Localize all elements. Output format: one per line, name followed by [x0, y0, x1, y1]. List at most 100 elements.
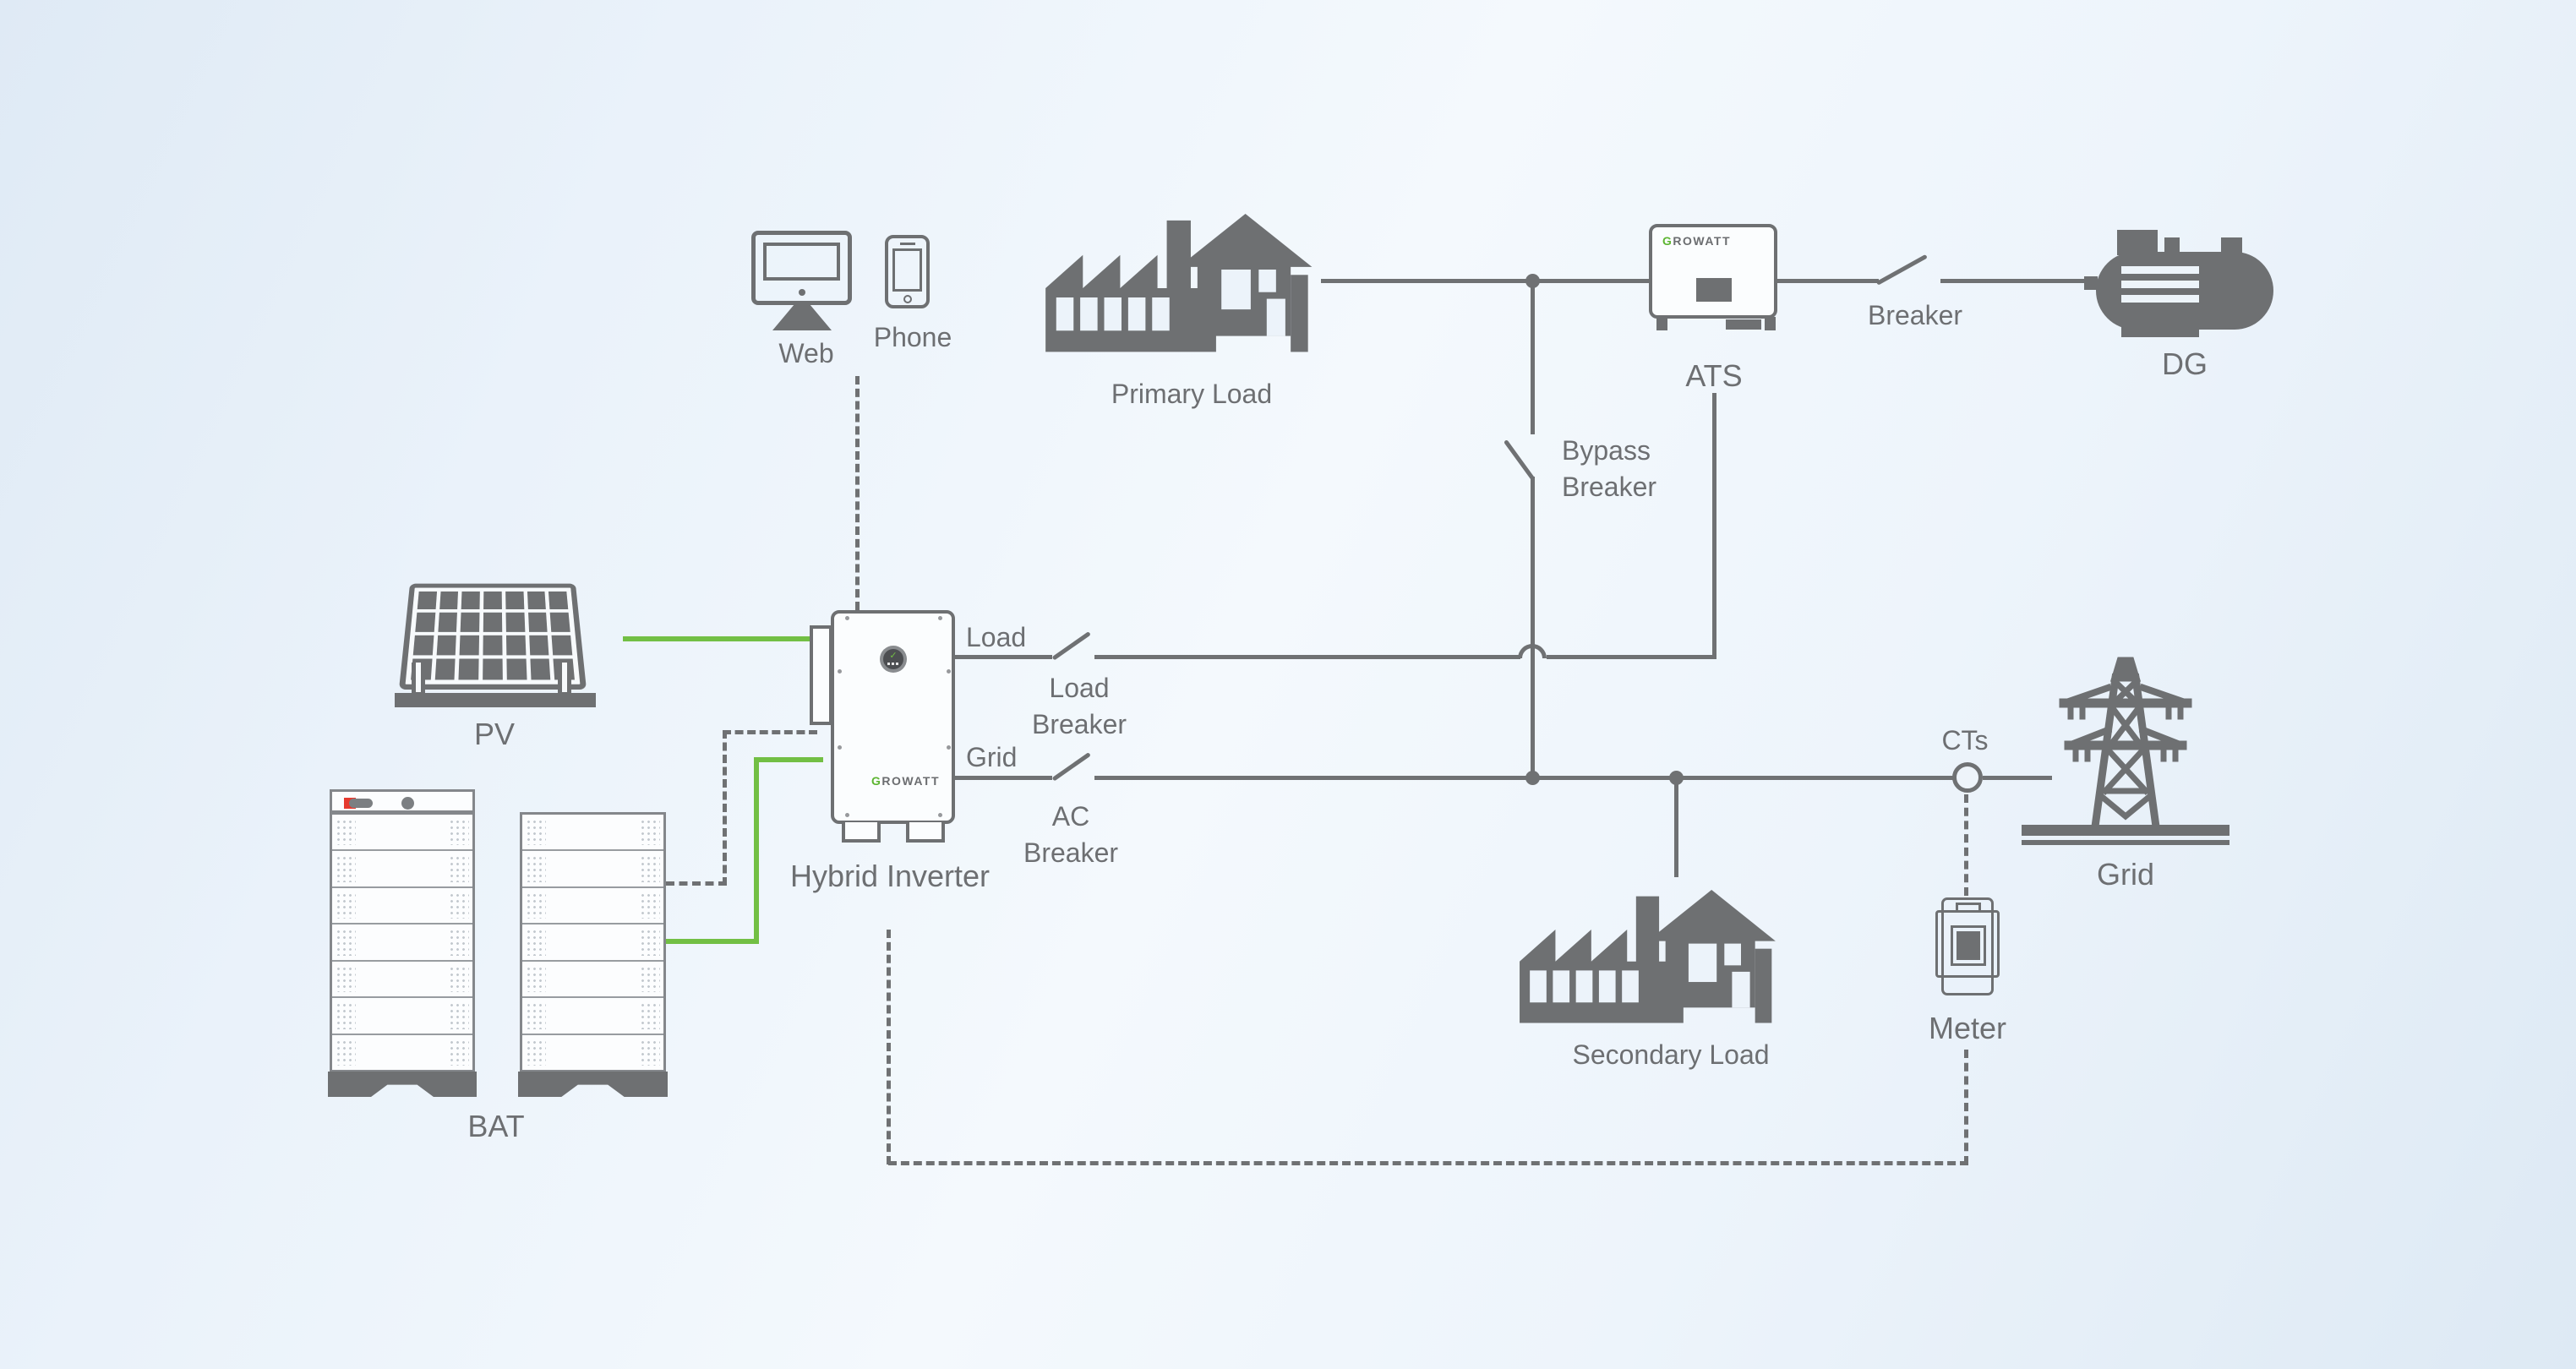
bat-base: [518, 1072, 668, 1097]
dg-block: [2164, 237, 2180, 255]
grid-tower-icon: [2022, 657, 2229, 845]
wire-load-to-ats: [1547, 655, 1716, 659]
pv-cell: [412, 635, 434, 656]
phone-speaker: [900, 243, 915, 245]
bat-label: BAT: [467, 1109, 525, 1143]
hybrid-inverter-label: Hybrid Inverter: [789, 859, 991, 893]
inverter-foot: [842, 822, 881, 843]
wire-inverter-loadbreaker: [955, 655, 1052, 659]
bat-control-module: [330, 789, 475, 813]
meter-tab: [1956, 903, 1981, 913]
bat-button: [401, 797, 414, 810]
pv-cell: [483, 658, 503, 680]
dg-stripe: [2121, 281, 2199, 288]
bat-base: [328, 1072, 477, 1097]
bat-module-vent: [640, 892, 660, 919]
pv-cell: [458, 658, 479, 680]
bat-module-vent: [449, 892, 469, 919]
secondary-load-label: Secondary Load: [1572, 1039, 1770, 1070]
load-breaker-switch: [1051, 631, 1091, 661]
bat-switch-bar: [349, 799, 373, 808]
bat-module: [522, 886, 663, 923]
bat-module-vent: [336, 1002, 356, 1029]
bat-module-vent: [449, 965, 469, 993]
dg-base: [2121, 326, 2199, 337]
dg-stripe: [2121, 266, 2199, 274]
bat-module-vent: [640, 965, 660, 993]
bat-module-vent: [526, 929, 546, 956]
bat-module-vent: [526, 1039, 546, 1066]
bat-module: [522, 923, 663, 959]
wire-ats-drop: [1712, 393, 1716, 659]
dg-label: DG: [2162, 346, 2208, 381]
pv-cell: [483, 591, 502, 610]
ats-foot: [1656, 317, 1667, 330]
bat-module-vent: [449, 855, 469, 882]
comm-bottom-run: [888, 1161, 1968, 1165]
comm-ct-meter: [1964, 794, 1968, 896]
inverter-display: ✓: [880, 646, 907, 673]
bat-module-vent: [449, 1002, 469, 1029]
bat-module: [332, 923, 472, 959]
pv-cell: [483, 635, 503, 656]
bat-module-vent: [336, 892, 356, 919]
monitor-screen: [763, 243, 840, 281]
bat-module-vent: [336, 855, 356, 882]
pv-leg: [412, 663, 425, 696]
wire-crossover-hop: [1518, 644, 1547, 658]
secondary-load-icon: [1520, 890, 1776, 1023]
ats-display: [1696, 278, 1732, 302]
dg-breaker-label: Breaker: [1867, 300, 1963, 330]
bat-module: [522, 849, 663, 886]
ats-foot: [1765, 317, 1776, 330]
comm-bat-h1: [666, 881, 727, 886]
pv-cell: [434, 658, 456, 680]
bypass-breaker-switch: [1503, 439, 1536, 482]
bat-module-vent: [449, 819, 469, 846]
dg-nub: [2084, 276, 2098, 290]
pv-cell: [528, 635, 549, 656]
bat-module-vent: [336, 929, 356, 956]
bat-module-vent: [449, 929, 469, 956]
dg-icon: [2096, 252, 2273, 330]
pv-base: [395, 693, 596, 707]
pv-cell: [527, 612, 548, 632]
bat-module-vent: [640, 819, 660, 846]
wire-bypass-bottom: [1531, 477, 1535, 779]
wire-secondaryload-drop: [1674, 777, 1678, 877]
bat-tower-left: [330, 812, 475, 1072]
pv-leg: [558, 663, 571, 696]
monitor-camera-dot: [798, 289, 805, 296]
bat-module: [332, 959, 472, 996]
cts-label: CTs: [1941, 725, 1989, 755]
pv-cell: [417, 591, 437, 610]
pv-label: PV: [473, 717, 516, 751]
bypass-breaker-label: Bypass Breaker: [1562, 435, 1657, 502]
wire-bat-green-h2: [754, 757, 823, 762]
pv-cell: [527, 591, 547, 610]
dg-block: [2117, 230, 2158, 255]
grid-port-label: Grid: [966, 742, 1018, 772]
bat-module-vent: [336, 1039, 356, 1066]
pv-cell: [529, 658, 551, 680]
bat-tower-right: [520, 812, 666, 1072]
pv-cell: [505, 612, 525, 632]
dg-block: [2221, 237, 2242, 255]
display-check-icon: ✓: [889, 651, 898, 661]
bat-module-vent: [526, 819, 546, 846]
comm-web-inverter: [855, 376, 860, 610]
wire-acbreaker-ct: [1094, 776, 1954, 780]
inverter-foot: [906, 822, 945, 843]
comm-bat-v: [723, 730, 727, 886]
wire-ats-breaker: [1777, 279, 1879, 283]
pv-cell: [483, 612, 503, 632]
ac-breaker-label: AC Breaker: [1023, 801, 1119, 868]
bat-module: [332, 849, 472, 886]
meter-label: Meter: [1928, 1011, 2007, 1045]
bat-module-vent: [449, 1039, 469, 1066]
meter-screen: [1951, 925, 1986, 966]
pv-cell: [549, 612, 570, 632]
pv-cell: [551, 635, 573, 656]
pv-cell: [548, 591, 569, 610]
